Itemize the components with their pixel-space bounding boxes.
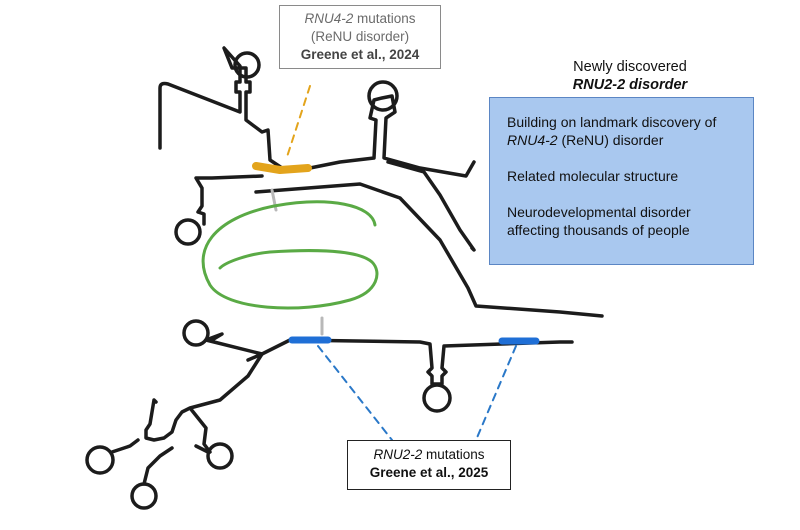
upper-backbone-strand: [158, 46, 476, 178]
new-disorder-heading: Newly discovered RNU2-2 disorder: [540, 58, 720, 94]
rnu2-leader-left: [317, 345, 393, 441]
rnu2-mutations-label: RNU2-2 mutations Greene et al., 2025: [347, 440, 511, 490]
renu-gene-name: RNU4-2: [304, 11, 354, 26]
upper-loop-right: [367, 80, 399, 112]
lower-left-stem: [204, 332, 264, 356]
info-point1-gene: RNU4-2: [507, 132, 558, 148]
left-loop-upper: [174, 218, 202, 246]
heading-line1: Newly discovered: [573, 59, 687, 75]
green-rna-strand: [201, 200, 379, 310]
info-point1-end: (ReNU) disorder: [557, 132, 664, 148]
lower-loop-left: [182, 319, 210, 347]
rnu2-gene-name: RNU2-2: [373, 447, 423, 462]
rnu2-label-line1: RNU2-2 mutations: [348, 446, 510, 464]
upper-right-strand: [386, 160, 476, 252]
heading-line2: RNU2-2 disorder: [572, 77, 688, 93]
info-point-affected: Neurodevelopmental disorder affecting th…: [507, 204, 691, 238]
upper-loop-top: [233, 51, 261, 79]
lower-backbone-strand: [246, 338, 574, 386]
renu-mutation-highlight: [252, 162, 312, 174]
long-diagonal-strand: [254, 182, 604, 318]
renu-mutations-label: RNU4-2 mutations (ReNU disorder) Greene …: [279, 5, 441, 69]
bottom-loop-middle: [130, 482, 158, 510]
renu-label-line1: RNU4-2 mutations: [280, 10, 440, 28]
rnu2-leader-right: [475, 345, 517, 441]
info-point-landmark: Building on landmark discovery of RNU4-2…: [507, 113, 743, 149]
bottom-left-strand: [144, 352, 264, 454]
rnu2-citation: Greene et al., 2025: [369, 465, 489, 480]
info-panel: Building on landmark discovery of RNU4-2…: [489, 97, 754, 265]
info-point-structure: Related molecular structure: [507, 168, 679, 184]
info-point1-start: Building on landmark discovery of: [507, 114, 717, 130]
left-arm-strand: [194, 174, 264, 226]
renu-mutations-text: mutations: [353, 11, 416, 26]
rnu2-mutations-text: mutations: [422, 447, 485, 462]
renu-disorder-name: (ReNU disorder): [310, 29, 410, 44]
lower-loop-middle: [422, 383, 452, 413]
renu-citation: Greene et al., 2024: [300, 47, 420, 62]
bottom-loop-right: [206, 442, 234, 470]
renu-leader-line: [285, 85, 311, 161]
bottom-loop-left: [85, 445, 115, 475]
bottom-loop-connectors: [110, 438, 210, 486]
